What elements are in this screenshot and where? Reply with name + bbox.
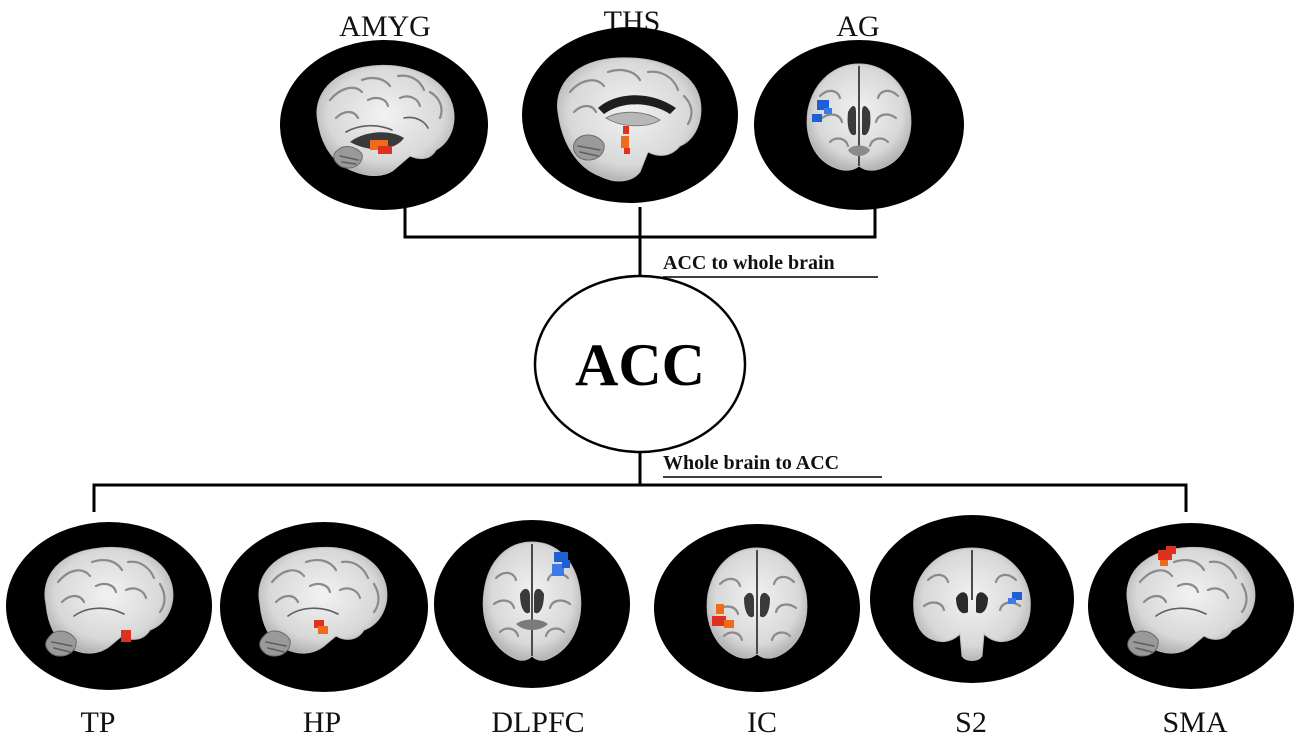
activation-cluster <box>1012 592 1022 600</box>
region-label-ic: IC <box>747 706 777 739</box>
brain-disc-s2 <box>870 515 1074 683</box>
region-label-s2: S2 <box>955 706 987 739</box>
region-label-amyg: AMYG <box>339 10 431 43</box>
region-label-sma: SMA <box>1162 706 1227 739</box>
region-label-hp: HP <box>303 706 341 739</box>
acc-node: ACC <box>533 274 747 454</box>
region-label-dlpfc: DLPFC <box>491 706 584 739</box>
brain-disc-ths <box>522 27 738 203</box>
activation-cluster <box>817 100 829 110</box>
brain-disc-ag <box>754 40 964 210</box>
activation-cluster <box>623 126 629 134</box>
bottom-bracket-arms <box>92 483 1188 512</box>
brain-sagittal-tp <box>44 546 174 657</box>
region-label-ag: AG <box>836 10 879 43</box>
brain-sagittal-amyg <box>316 64 455 176</box>
activation-cluster <box>554 552 568 562</box>
activation-cluster <box>1158 550 1172 560</box>
brain-sagittal-ths <box>557 57 702 182</box>
activation-cluster <box>314 620 324 628</box>
brain-disc-dlpfc <box>434 520 630 688</box>
activation-cluster <box>121 630 131 642</box>
brain-axial-ic <box>706 547 808 659</box>
top-bracket-left-arm <box>403 207 642 239</box>
top-bracket-right-arm <box>640 207 877 239</box>
brain-sagittal-sma <box>1126 546 1256 657</box>
bottom-connection-label: Whole brain to ACC <box>663 452 839 474</box>
top-bracket <box>403 207 877 276</box>
top-connection-label: ACC to whole brain <box>663 252 835 274</box>
brain-sagittal-hp <box>258 546 388 657</box>
activation-cluster <box>716 604 724 614</box>
brain-disc-amyg <box>280 40 488 210</box>
brain-axial-dlpfc <box>482 541 582 661</box>
region-label-tp: TP <box>80 706 115 739</box>
brain-coronal-s2 <box>913 547 1031 661</box>
brain-disc-tp <box>6 522 212 690</box>
brain-disc-ic <box>654 524 860 692</box>
brain-axial-ag <box>806 63 912 171</box>
acc-label: ACC <box>575 332 705 398</box>
activation-cluster <box>370 140 388 150</box>
brain-disc-hp <box>220 522 428 692</box>
brain-disc-sma <box>1088 523 1294 689</box>
bottom-bracket <box>92 452 1188 512</box>
